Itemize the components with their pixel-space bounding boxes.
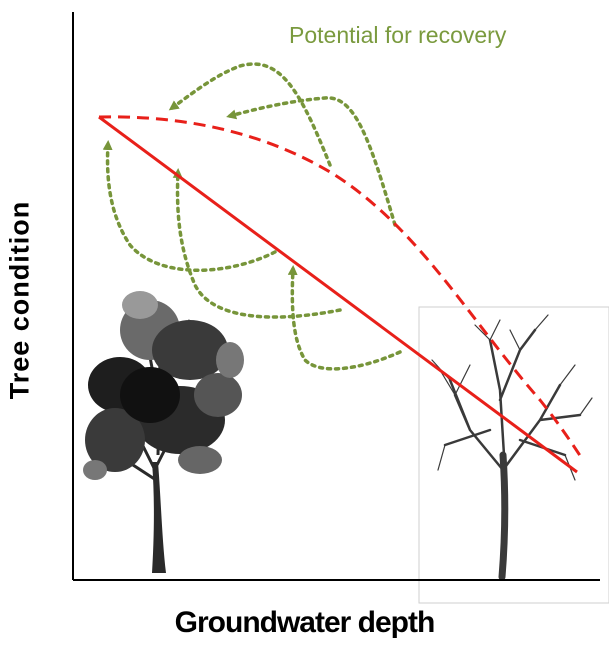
x-axis-title: Groundwater depth (174, 606, 436, 639)
dead-tree-icon (431, 314, 593, 581)
dead-tree-frame (418, 306, 609, 604)
healthy-tree-icon (83, 291, 244, 573)
decline-curve-dashed (98, 115, 585, 461)
recovery-annotation: Potential for recovery (289, 22, 507, 48)
y-axis-title: Tree condition (4, 200, 35, 400)
decline-line-solid (98, 115, 578, 474)
recovery-arrows (102, 62, 402, 371)
